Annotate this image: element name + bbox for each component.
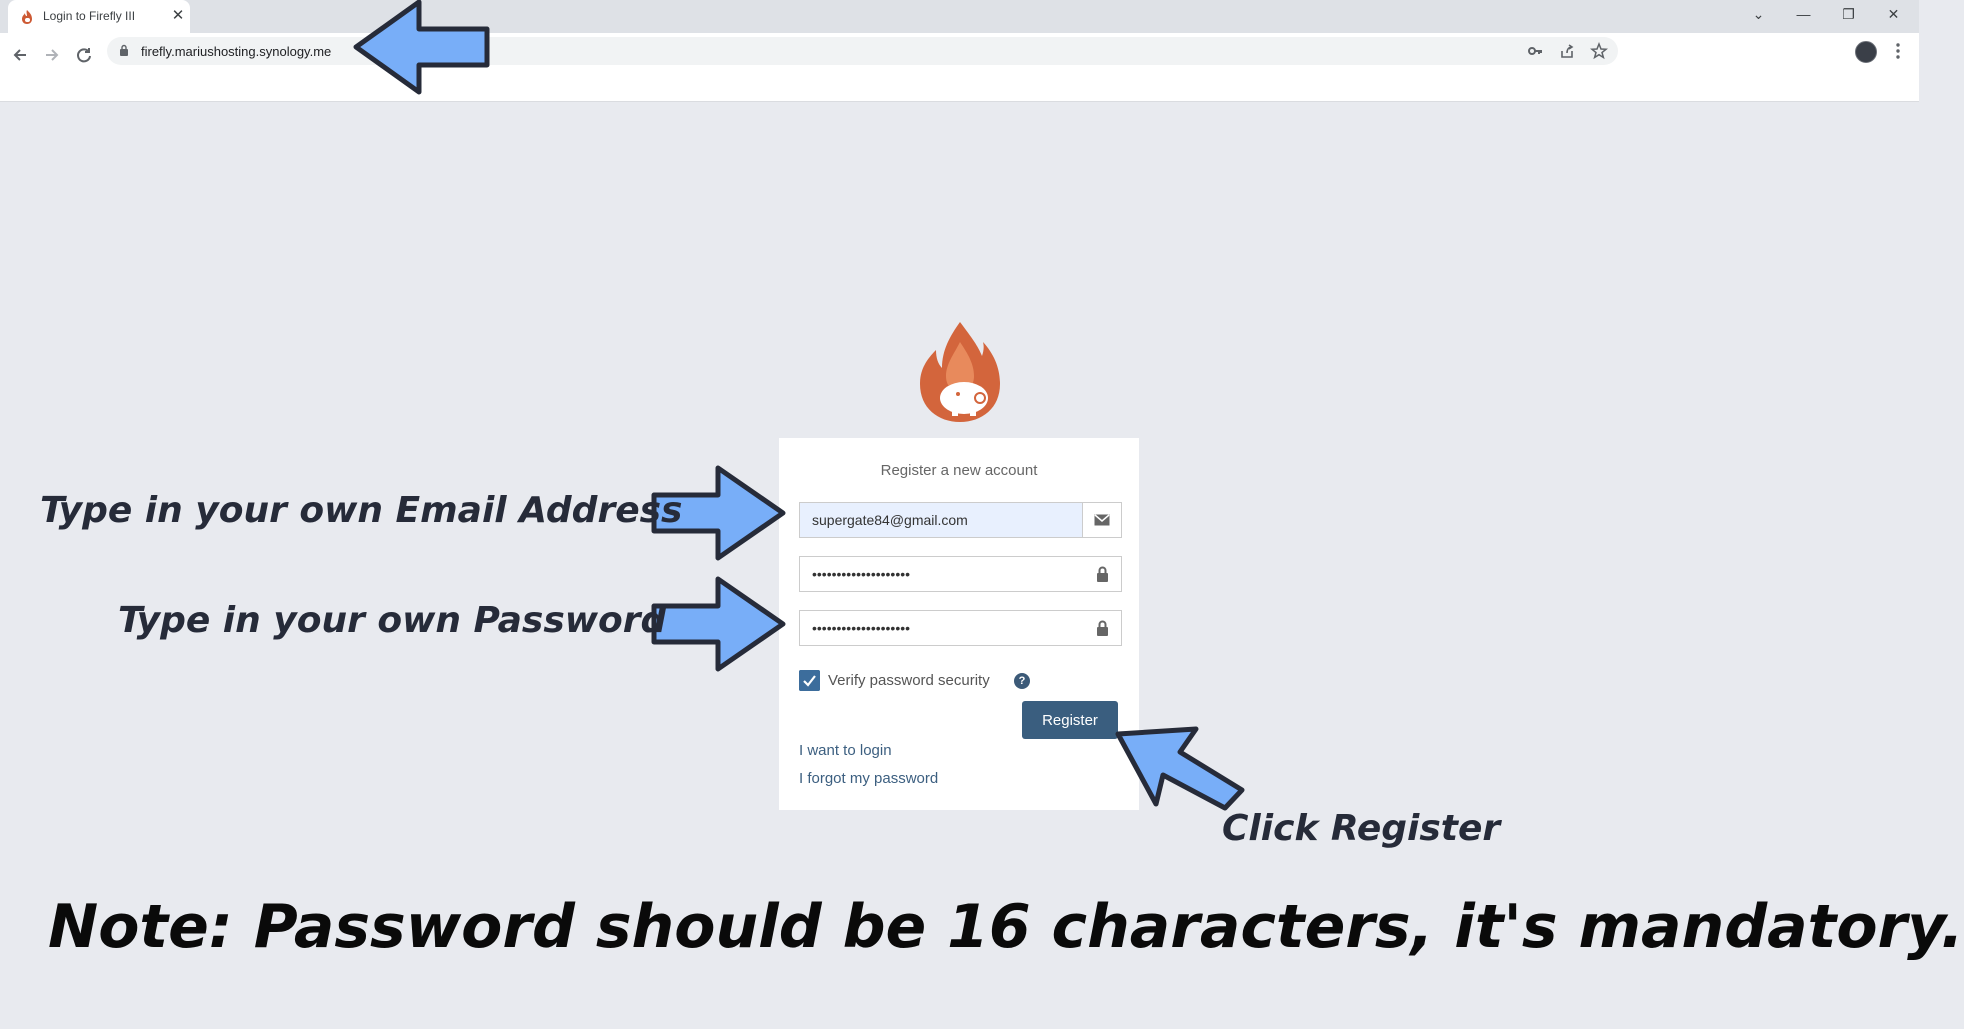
forgot-password-link[interactable]: I forgot my password	[799, 770, 939, 787]
email-addon	[1082, 503, 1121, 537]
browser-tab-strip: Login to Firefly III ✕ ⌄ — ❐ ✕	[0, 0, 1919, 33]
restore-icon[interactable]: ❐	[1842, 6, 1855, 22]
tab-search-icon[interactable]: ⌄	[1752, 6, 1765, 22]
envelope-icon	[1094, 514, 1110, 526]
email-field[interactable]	[799, 502, 1122, 538]
address-bar[interactable]: firefly.mariushosting.synology.me	[107, 37, 1618, 65]
minimize-icon[interactable]: —	[1796, 6, 1811, 22]
star-icon[interactable]	[1590, 41, 1608, 60]
forward-arrow-icon[interactable]	[38, 41, 66, 69]
password-confirm-input[interactable]	[800, 611, 1084, 645]
email-annotation-text: Type in your own Email Address	[40, 490, 683, 531]
email-input[interactable]	[800, 503, 1084, 537]
window-close-icon[interactable]: ✕	[1887, 6, 1900, 22]
url-text[interactable]: firefly.mariushosting.synology.me	[141, 44, 332, 59]
password-confirm-field[interactable]	[799, 610, 1122, 646]
verify-password-label[interactable]: Verify password security	[828, 672, 990, 689]
password-addon	[1083, 557, 1121, 591]
register-card: Register a new account	[779, 438, 1139, 810]
password-annotation-arrow	[651, 576, 786, 672]
tab-title: Login to Firefly III	[43, 9, 136, 23]
browser-tab[interactable]: Login to Firefly III ✕	[8, 0, 190, 33]
lock-icon[interactable]	[119, 44, 129, 57]
check-icon	[803, 675, 816, 687]
email-annotation-arrow	[651, 465, 786, 561]
card-title: Register a new account	[880, 462, 1038, 479]
password-note-text: Note: Password should be 16 characters, …	[48, 892, 1964, 962]
browser-toolbar: firefly.mariushosting.synology.me	[0, 33, 1919, 102]
register-annotation-text: Click Register	[1222, 808, 1501, 849]
tab-close-icon[interactable]: ✕	[171, 7, 185, 24]
verify-password-checkbox[interactable]	[799, 670, 820, 691]
padlock-icon	[1096, 566, 1108, 582]
firefly-logo	[920, 322, 1000, 422]
padlock-icon	[1096, 620, 1108, 636]
firefly-favicon-icon	[22, 10, 32, 24]
url-annotation-arrow	[353, 0, 490, 95]
profile-avatar[interactable]	[1855, 41, 1877, 63]
reload-icon[interactable]	[70, 41, 98, 69]
password-input[interactable]	[800, 557, 1084, 591]
register-button[interactable]: Register	[1022, 701, 1118, 739]
password-field[interactable]	[799, 556, 1122, 592]
register-annotation-arrow	[1115, 726, 1245, 811]
key-icon[interactable]	[1526, 42, 1544, 60]
more-options-icon[interactable]	[1890, 41, 1906, 61]
share-icon[interactable]	[1558, 42, 1576, 60]
password-annotation-text: Type in your own Password	[118, 600, 667, 641]
login-link[interactable]: I want to login	[799, 742, 892, 759]
question-circle-icon[interactable]: ?	[1014, 673, 1030, 689]
password-confirm-addon	[1083, 611, 1121, 645]
back-arrow-icon[interactable]	[6, 41, 34, 69]
